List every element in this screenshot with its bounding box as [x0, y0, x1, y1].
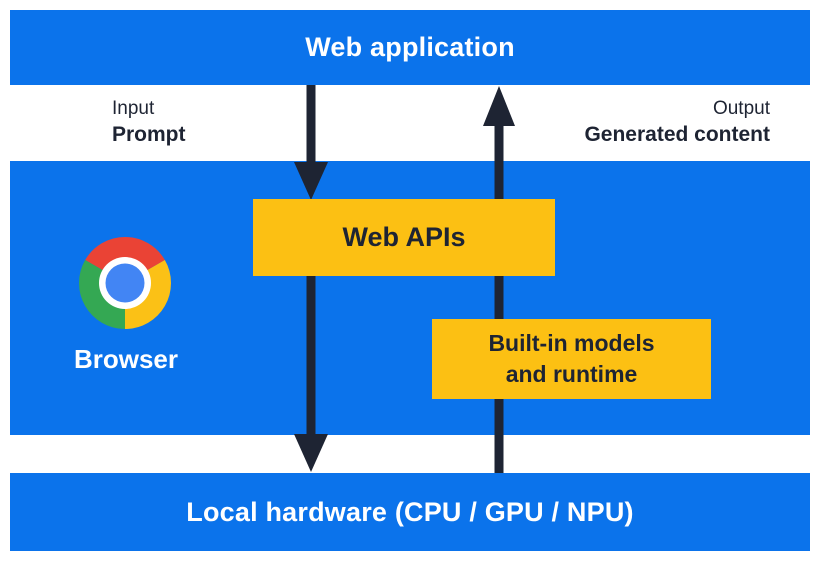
local-hardware-bar: Local hardware (CPU / GPU / NPU): [10, 473, 810, 551]
output-annotation: Output Generated content: [584, 96, 770, 148]
input-value-label: Prompt: [112, 123, 186, 146]
builtin-models-label-line1: Built-in models: [488, 330, 655, 356]
browser-label: Browser: [73, 344, 179, 374]
web-apis-box: Web APIs: [253, 199, 555, 276]
builtin-models-label-line2: and runtime: [505, 361, 638, 387]
output-value-label: Generated content: [584, 123, 770, 146]
local-hardware-label: Local hardware (CPU / GPU / NPU): [186, 496, 634, 527]
web-application-bar: Web application: [10, 10, 810, 85]
web-apis-label: Web APIs: [342, 222, 466, 252]
builtin-models-box: Built-in models and runtime: [432, 319, 711, 399]
input-annotation: Input Prompt: [112, 96, 186, 148]
input-flow-arrow: [294, 85, 328, 472]
output-kind-label: Output: [712, 98, 770, 119]
chrome-browser-icon: [78, 236, 172, 329]
output-flow-arrow: [483, 86, 515, 473]
input-kind-label: Input: [112, 98, 155, 119]
web-application-label: Web application: [305, 32, 515, 62]
